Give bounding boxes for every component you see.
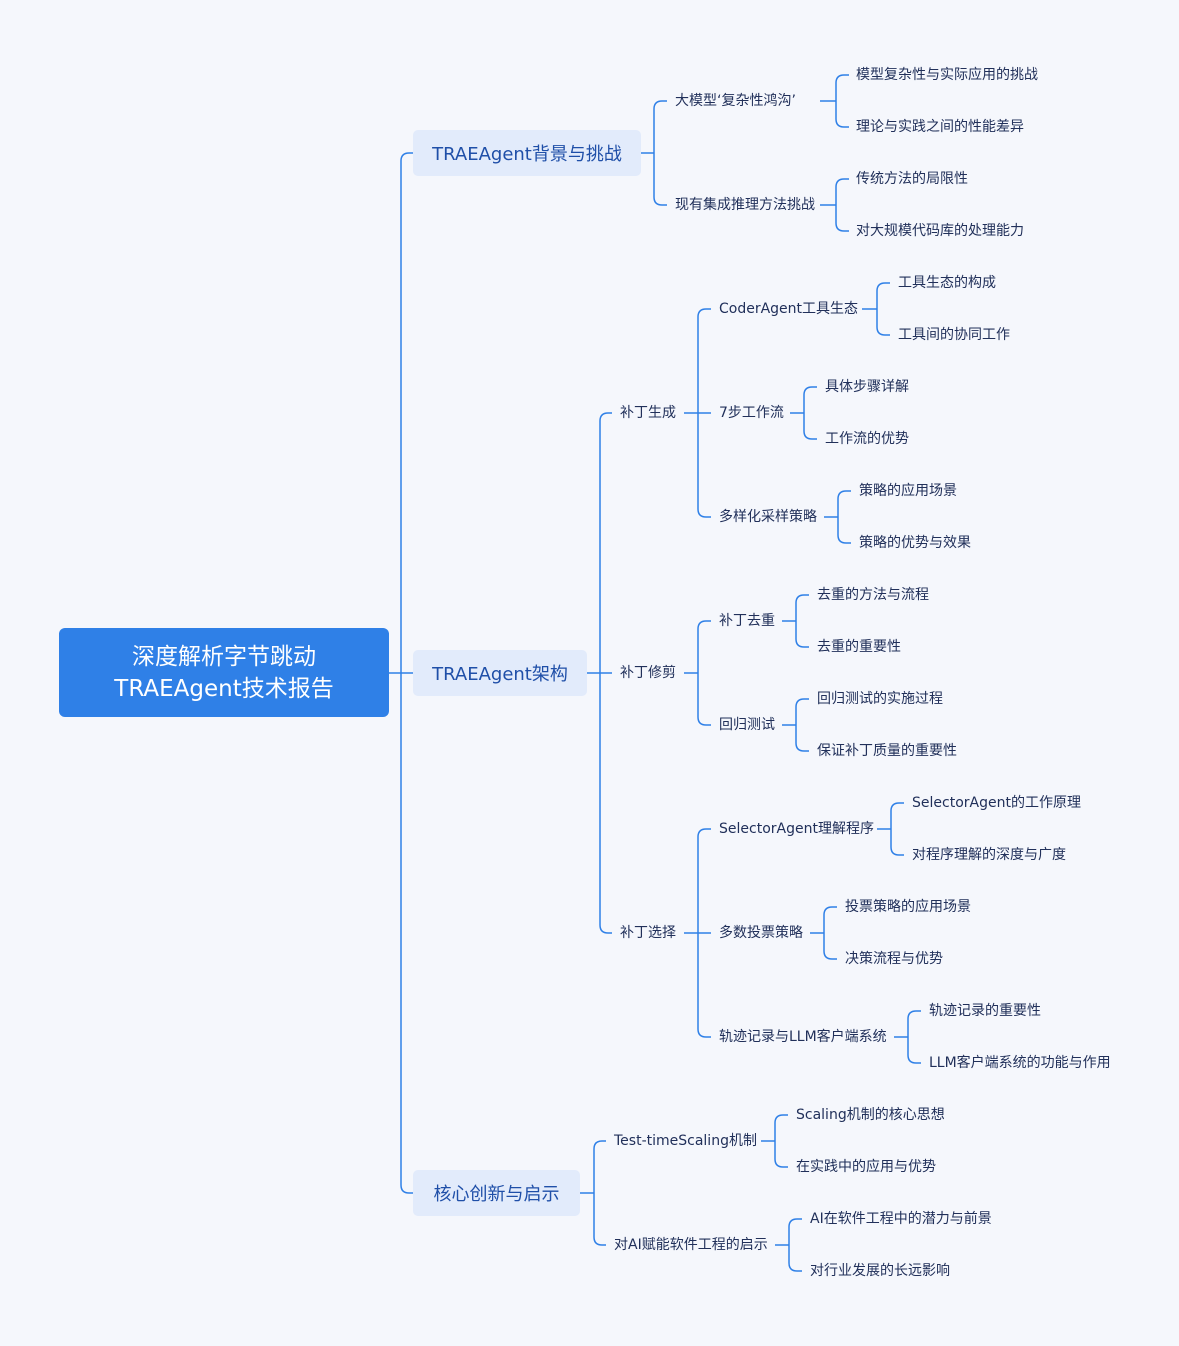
leaf-trajectory-a[interactable]: 轨迹记录的重要性 xyxy=(929,1003,1041,1019)
leaf-methods-b[interactable]: 对大规模代码库的处理能力 xyxy=(856,223,1024,239)
leaf-regression-b[interactable]: 保证补丁质量的重要性 xyxy=(817,743,957,759)
background-connector-path xyxy=(641,100,667,206)
root-connector-path xyxy=(389,152,413,1194)
root-title-line1: 深度解析字节跳动 xyxy=(132,643,316,670)
methods-connector xyxy=(820,178,849,232)
scaling-connector-path xyxy=(761,1114,788,1168)
leaf-dedup-a[interactable]: 去重的方法与流程 xyxy=(817,587,929,603)
ai-connector xyxy=(775,1218,802,1272)
leaf-scaling-a[interactable]: Scaling机制的核心思想 xyxy=(796,1107,945,1123)
scaling-connector xyxy=(761,1114,788,1168)
pruning-connector-path xyxy=(684,620,711,726)
workflow-connector xyxy=(790,386,817,440)
topic-innovation[interactable]: 核心创新与启示 xyxy=(413,1170,580,1216)
voting-connector xyxy=(810,906,837,960)
workflow-connector-path xyxy=(790,386,817,440)
subtopic-coder-agent[interactable]: CoderAgent工具生态 xyxy=(719,301,859,317)
topic-architecture[interactable]: TRAEAgent架构 xyxy=(413,650,587,696)
regression-connector xyxy=(782,698,809,752)
innovation-connector-path xyxy=(580,1140,606,1246)
subtopic-sampling[interactable]: 多样化采样策略 xyxy=(719,509,817,525)
leaf-scaling-b[interactable]: 在实践中的应用与优势 xyxy=(796,1159,936,1175)
methods-connector-path xyxy=(820,178,849,232)
subtopic-ai-inspiration[interactable]: 对AI赋能软件工程的启示 xyxy=(614,1237,768,1253)
pruning-connector xyxy=(684,620,711,726)
leaf-ai-a[interactable]: AI在软件工程中的潜力与前景 xyxy=(810,1211,992,1227)
voting-connector-path xyxy=(810,906,837,960)
regression-connector-path xyxy=(782,698,809,752)
leaf-voting-b[interactable]: 决策流程与优势 xyxy=(845,951,943,967)
leaf-sampling-a[interactable]: 策略的应用场景 xyxy=(859,483,957,499)
leaf-complexity-a[interactable]: 模型复杂性与实际应用的挑战 xyxy=(856,67,1038,83)
subtopic-dedup[interactable]: 补丁去重 xyxy=(719,613,775,629)
generation-connector xyxy=(684,308,711,518)
leaf-workflow-b[interactable]: 工作流的优势 xyxy=(825,431,909,447)
selection-connector-path xyxy=(684,828,711,1038)
subtopic-complexity-gap[interactable]: 大模型‘复杂性鸿沟’ xyxy=(675,93,796,109)
trajectory-connector xyxy=(894,1010,921,1064)
architecture-connector xyxy=(587,412,612,934)
leaf-trajectory-b[interactable]: LLM客户端系统的功能与作用 xyxy=(929,1055,1111,1071)
subtopic-selector-agent[interactable]: SelectorAgent理解程序 xyxy=(719,821,874,837)
leaf-complexity-b[interactable]: 理论与实践之间的性能差异 xyxy=(856,119,1024,135)
trajectory-connector-path xyxy=(894,1010,921,1064)
dedup-connector-path xyxy=(782,594,809,648)
selection-connector xyxy=(684,828,711,1038)
selector-connector-path xyxy=(877,802,904,856)
leaf-coder-a[interactable]: 工具生态的构成 xyxy=(898,275,996,291)
selector-connector xyxy=(877,802,904,856)
dedup-connector xyxy=(782,594,809,648)
root-title-line2: TRAEAgent技术报告 xyxy=(114,675,334,702)
innovation-connector xyxy=(580,1140,606,1246)
root-connector xyxy=(389,152,413,1194)
leaf-ai-b[interactable]: 对行业发展的长远影响 xyxy=(810,1263,950,1279)
architecture-connector-path xyxy=(587,412,612,934)
coder-connector-path xyxy=(862,282,890,336)
subtopic-trajectory[interactable]: 轨迹记录与LLM客户端系统 xyxy=(719,1029,887,1045)
sampling-connector xyxy=(824,490,851,544)
topic-background[interactable]: TRAEAgent背景与挑战 xyxy=(413,130,641,176)
subtopic-patch-generation[interactable]: 补丁生成 xyxy=(620,405,676,421)
leaf-sampling-b[interactable]: 策略的优势与效果 xyxy=(859,535,971,551)
leaf-coder-b[interactable]: 工具间的协同工作 xyxy=(898,327,1010,343)
complexity-connector-path xyxy=(820,74,849,128)
subtopic-test-time-scaling[interactable]: Test-timeScaling机制 xyxy=(614,1133,757,1149)
subtopic-regression[interactable]: 回归测试 xyxy=(719,717,775,733)
leaf-dedup-b[interactable]: 去重的重要性 xyxy=(817,639,901,655)
leaf-voting-a[interactable]: 投票策略的应用场景 xyxy=(845,899,971,915)
sampling-connector-path xyxy=(824,490,851,544)
background-connector xyxy=(641,100,667,206)
subtopic-workflow[interactable]: 7步工作流 xyxy=(719,405,784,421)
subtopic-voting[interactable]: 多数投票策略 xyxy=(719,925,803,941)
subtopic-methods-challenge[interactable]: 现有集成推理方法挑战 xyxy=(675,197,815,213)
subtopic-patch-selection[interactable]: 补丁选择 xyxy=(620,925,676,941)
ai-connector-path xyxy=(775,1218,802,1272)
complexity-connector xyxy=(820,74,849,128)
leaf-selector-a[interactable]: SelectorAgent的工作原理 xyxy=(912,795,1081,811)
generation-connector-path xyxy=(684,308,711,518)
leaf-methods-a[interactable]: 传统方法的局限性 xyxy=(856,171,968,187)
leaf-selector-b[interactable]: 对程序理解的深度与广度 xyxy=(912,847,1066,863)
leaf-regression-a[interactable]: 回归测试的实施过程 xyxy=(817,691,943,707)
subtopic-patch-pruning[interactable]: 补丁修剪 xyxy=(620,665,676,681)
coder-connector xyxy=(862,282,890,336)
root-topic[interactable]: 深度解析字节跳动 TRAEAgent技术报告 xyxy=(59,628,389,717)
leaf-workflow-a[interactable]: 具体步骤详解 xyxy=(825,379,909,395)
